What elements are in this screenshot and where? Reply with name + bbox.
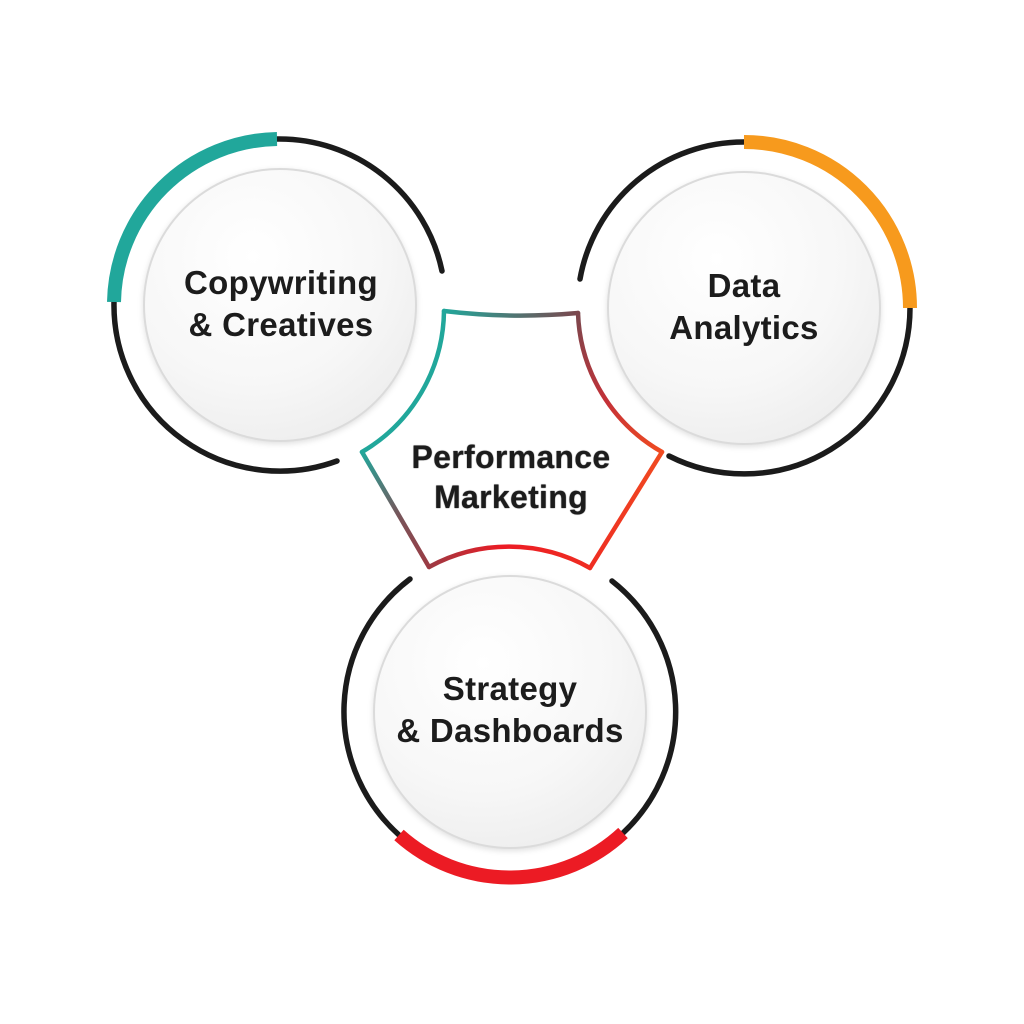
node-strategy-line1: Strategy — [442, 670, 578, 707]
accent-arc-red — [394, 827, 628, 885]
node-analytics-line1: Data — [707, 267, 781, 304]
connector-edge-lower-right — [587, 449, 665, 571]
outer-rings — [111, 136, 913, 838]
ring-strategy-arc-right — [609, 578, 679, 836]
ring-copywriting-arc-bottom — [111, 299, 340, 474]
ring-analytics-arc-bottom — [666, 305, 913, 477]
node-strategy-line2: & Dashboards — [396, 712, 624, 749]
node-analytics-disc — [607, 171, 881, 445]
node-copywriting-line2: & Creatives — [188, 306, 374, 343]
center-label: Performance Marketing — [412, 437, 611, 517]
accent-arc-teal — [107, 132, 278, 303]
ring-copywriting-arc-top — [274, 136, 445, 274]
node-label-strategy: Strategy & Dashboards — [396, 668, 623, 752]
node-label-analytics: Data Analytics — [669, 265, 818, 349]
connector-arc-left — [359, 308, 447, 455]
node-copywriting-disc — [143, 168, 417, 442]
ring-strategy-arc-left — [341, 576, 413, 838]
node-copywriting-line1: Copywriting — [184, 264, 378, 301]
ring-analytics-arc-top — [577, 139, 747, 282]
node-strategy-disc — [373, 575, 647, 849]
node-label-copywriting: Copywriting & Creatives — [184, 262, 378, 346]
center-connector-shape — [359, 308, 665, 571]
accent-arc-orange — [743, 135, 917, 309]
center-label-line2: Marketing — [434, 479, 588, 515]
connector-edge-top — [441, 308, 581, 318]
center-label-line1: Performance — [411, 439, 611, 475]
connector-edge-lower-left — [359, 449, 432, 570]
connector-arc-right — [575, 310, 665, 455]
connector-arc-bottom — [426, 544, 593, 571]
node-analytics-line2: Analytics — [669, 309, 819, 346]
